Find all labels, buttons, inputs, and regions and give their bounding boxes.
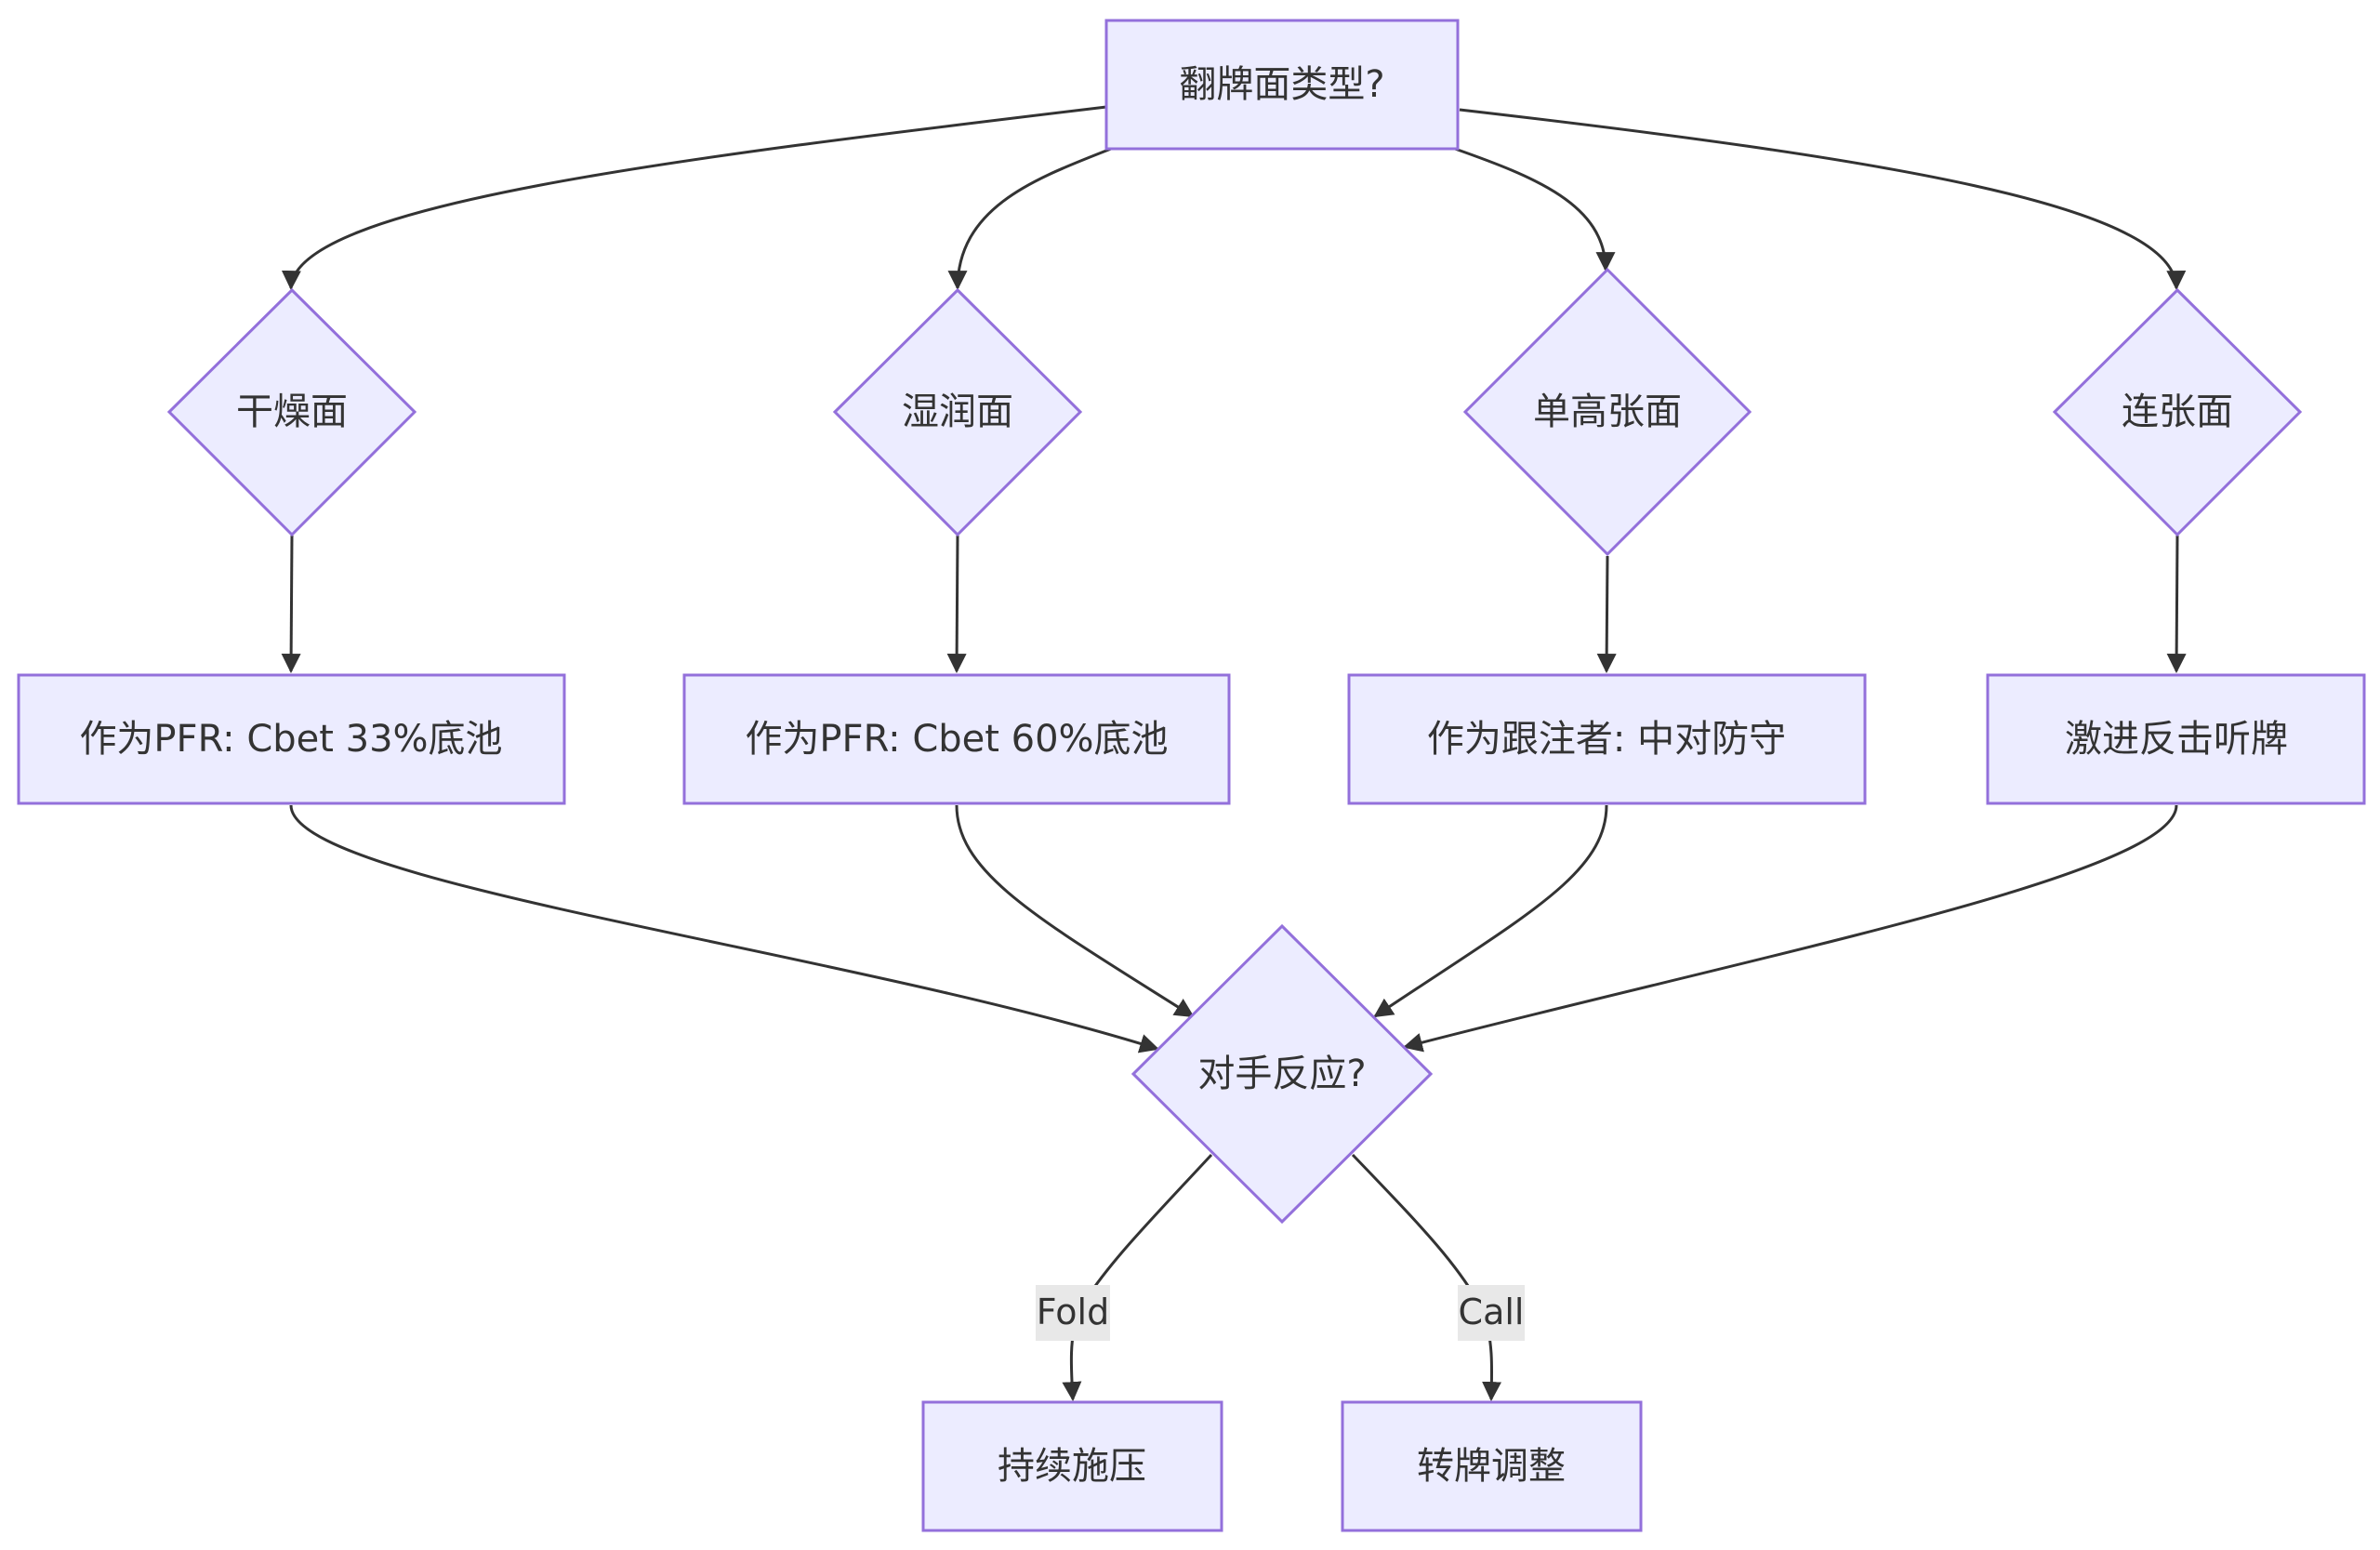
edge-label-call: Call <box>1458 1285 1525 1341</box>
edge-label-call-text: Call <box>1459 1292 1525 1332</box>
node-connected-action-label: 激进反击听牌 <box>2065 718 2288 761</box>
node-board-type: 翻牌面类型? <box>1104 19 1460 151</box>
edge-label-fold: Fold <box>1036 1285 1110 1341</box>
node-paired-action-label: 作为跟注者: 中对防守 <box>1427 718 1786 761</box>
edge-dry-action-to-reaction <box>289 804 1160 1053</box>
edge-paired-action-to-reaction <box>1373 804 1608 1018</box>
node-dry-action: 作为PFR: Cbet 33%底池 <box>17 673 566 805</box>
node-board-type-label: 翻牌面类型? <box>1179 63 1384 106</box>
node-dry-label: 干燥面 <box>236 391 348 433</box>
node-dry: 干燥面 <box>166 287 417 537</box>
node-keep-pressure-label: 持续施压 <box>998 1445 1146 1488</box>
edges <box>281 105 2187 1402</box>
node-paired-action: 作为跟注者: 中对防守 <box>1347 673 1867 805</box>
node-wet-action-label: 作为PFR: Cbet 60%底池 <box>745 718 1168 761</box>
edge-board-to-dry <box>282 105 1107 291</box>
edge-board-to-wet <box>947 147 1112 291</box>
node-keep-pressure: 持续施压 <box>921 1400 1223 1532</box>
node-wet-label: 湿润面 <box>902 391 1013 433</box>
node-paired: 单高张面 <box>1462 267 1752 557</box>
node-turn-adjust-label: 转牌调整 <box>1417 1445 1566 1488</box>
edge-reaction-to-turn-adjust <box>1351 1153 1502 1402</box>
edge-reaction-to-keep-pressure <box>1062 1153 1213 1402</box>
edge-wet-action-to-reaction <box>955 804 1195 1018</box>
node-turn-adjust: 转牌调整 <box>1341 1400 1643 1532</box>
edge-paired-to-action <box>1596 555 1617 674</box>
edge-connected-to-action <box>2166 535 2187 674</box>
node-reaction: 对手反应? <box>1130 923 1434 1225</box>
edge-wet-to-action <box>946 535 967 674</box>
edge-dry-to-action <box>281 535 301 674</box>
edge-label-fold-text: Fold <box>1037 1292 1109 1332</box>
node-reaction-label: 对手反应? <box>1197 1053 1366 1095</box>
edge-board-to-paired <box>1454 147 1616 272</box>
node-paired-label: 单高张面 <box>1533 391 1682 433</box>
edge-board-to-connected <box>1459 108 2187 291</box>
node-dry-action-label: 作为PFR: Cbet 33%底池 <box>79 718 502 761</box>
node-wet: 湿润面 <box>832 287 1083 537</box>
node-connected: 连张面 <box>2052 287 2303 537</box>
node-connected-label: 连张面 <box>2122 391 2233 433</box>
node-wet-action: 作为PFR: Cbet 60%底池 <box>682 673 1231 805</box>
node-connected-action: 激进反击听牌 <box>1986 673 2366 805</box>
edge-connected-action-to-reaction <box>1402 804 2178 1053</box>
